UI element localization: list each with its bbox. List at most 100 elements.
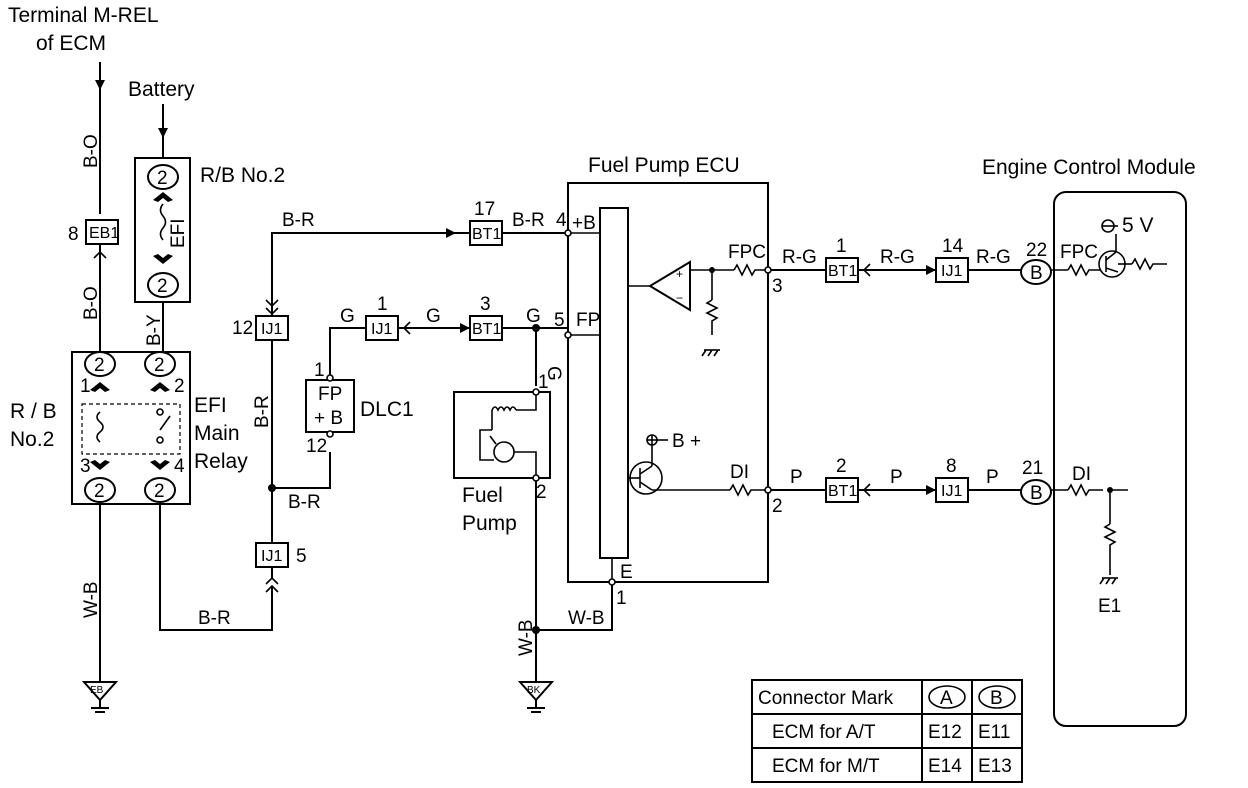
fuel-pump: 1 2 [453, 372, 551, 503]
eb1-label: EB1 [89, 225, 119, 242]
ground-bk-label: BK [527, 685, 541, 696]
fuel-pump-ecu-label: Fuel Pump ECU [588, 154, 740, 177]
ij1-p-label: IJ1 [941, 483, 962, 500]
table-header-a: A [940, 688, 953, 709]
rb-left-label-2: No.2 [10, 428, 54, 451]
bt1-rg-label: BT1 [828, 263, 857, 280]
table-row-at-label: ECM for A/T [772, 722, 876, 743]
wire-p-3: P [986, 467, 999, 488]
rb-fuse-pin-bottom: 2 [157, 276, 168, 297]
efi-relay-label-2: Main [194, 422, 240, 445]
fuel-pump-label-2: Pump [462, 512, 517, 535]
bt1-p-connector: BT1 2 [825, 456, 859, 503]
ij1-p-connector: IJ1 8 [935, 456, 969, 503]
ecm-21-pin: 21 [1022, 458, 1043, 479]
table-header-b: B [990, 688, 1003, 709]
dlc1-pin-1: 1 [314, 360, 325, 381]
wire-g-right: G [526, 306, 541, 327]
engine-control-module: B 22 B 21 FPC DI 5 V E1 [1020, 191, 1187, 727]
fuel-pump-ecu: + − [564, 182, 772, 586]
ecu-plus-b-label: +B [572, 213, 596, 234]
wire-g-mid: G [426, 306, 441, 327]
fuel-pump-label-1: Fuel [462, 484, 503, 507]
ecu-e-label: E [620, 562, 633, 583]
rb-left-label-1: R / B [10, 400, 57, 423]
ecu-fpc-label: FPC [728, 242, 766, 263]
efi-fuse-label: EFI [168, 218, 189, 248]
wire-b-o-top: B-O [81, 134, 102, 168]
ecm-label: Engine Control Module [982, 156, 1196, 179]
wire-w-b-vert: W-B [516, 619, 537, 656]
relay-pin-2: 2 [174, 376, 185, 397]
ground-eb-label: EB [90, 685, 104, 696]
table-row-mt-label: ECM for M/T [772, 756, 880, 777]
table-row-mt-b: E13 [978, 756, 1012, 777]
wire-r-g-3: R-G [976, 247, 1011, 268]
eb1-connector: EB1 8 [68, 219, 119, 245]
bt1-br-connector: BT1 17 [469, 199, 503, 246]
ground-bk: BK [517, 681, 555, 713]
relay-pin-tl: 2 [94, 355, 105, 376]
battery-label: Battery [128, 78, 195, 101]
wire-r-g-1: R-G [782, 247, 817, 268]
wire-w-b-left: W-B [81, 581, 102, 618]
wire-p-1: P [790, 467, 803, 488]
relay-pin-tr: 2 [154, 355, 165, 376]
relay-pin-br: 2 [154, 481, 165, 502]
ecm-e1-label: E1 [1098, 596, 1121, 617]
wire-b-r-top: B-R [282, 210, 315, 231]
ground-eb: EB [81, 681, 119, 713]
ecu-pin-1: 1 [616, 588, 627, 609]
bt1-p-label: BT1 [828, 483, 857, 500]
bt1-rg-pin: 1 [836, 236, 847, 257]
terminal-label-line2: of ECM [36, 32, 106, 55]
ij1-rg-connector: IJ1 14 [935, 236, 969, 283]
wire-b-r-bt1: B-R [512, 210, 545, 231]
ecm-5v-label: 5 V [1122, 214, 1154, 237]
wire-g-vert: G [543, 366, 564, 381]
efi-relay-label-3: Relay [194, 450, 248, 473]
rb-no2-top-label: R/B No.2 [200, 164, 285, 187]
dlc1-connector: FP + B 1 12 DLC1 [305, 360, 414, 457]
ij1-rg-pin: 14 [942, 236, 964, 257]
wire-b-r-bottom: B-R [198, 608, 231, 629]
table-row-mt-a: E14 [928, 756, 962, 777]
efi-main-relay-block: 2 2 1 2 3 4 2 2 [71, 351, 191, 505]
ecu-pin-4: 4 [556, 210, 567, 231]
ecm-fpc-label: FPC [1060, 242, 1098, 263]
wire-r-g-2: R-G [880, 247, 915, 268]
wire-b-r-vert: B-R [252, 395, 273, 428]
ij1-12-pin: 12 [232, 318, 253, 339]
relay-pin-1: 1 [80, 376, 91, 397]
bt1-rg-connector: BT1 1 [825, 236, 859, 283]
ij1-g-pin: 1 [377, 294, 388, 315]
table-row-at-a: E12 [928, 722, 962, 743]
bt1-g-pin: 3 [480, 294, 491, 315]
ecm-b-22-label: B [1030, 263, 1043, 284]
table-row-at-b: E11 [978, 722, 1010, 743]
rb-fuse-pin-top: 2 [157, 168, 168, 189]
dlc1-fp-label: FP [318, 384, 342, 405]
dlc1-label: DLC1 [360, 398, 414, 421]
ecm-22-pin: 22 [1026, 240, 1047, 261]
svg-text:−: − [676, 291, 683, 305]
rb-no2-fuse-block: 2 2 EFI [134, 157, 191, 303]
ij1-g-connector: IJ1 1 [365, 294, 399, 341]
m-rel-wire: B-O [81, 62, 105, 214]
ecm-b-21-label: B [1030, 483, 1043, 504]
bt1-g-connector: BT1 3 [469, 294, 503, 341]
connector-mark-table: Connector Mark A B ECM for A/T E12 E11 E… [751, 679, 1023, 783]
wire-g-left: G [340, 306, 355, 327]
ecu-pin-5: 5 [554, 310, 565, 331]
wire-w-b-horiz: W-B [568, 608, 605, 629]
dlc1-pin-12: 12 [306, 436, 327, 457]
dlc1-plus-b-label: + B [314, 408, 343, 429]
wire-b-y: B-Y [144, 314, 165, 346]
ecu-fp-label: FP [576, 310, 600, 331]
efi-relay-label-1: EFI [194, 394, 227, 417]
ij1-g-label: IJ1 [371, 321, 392, 338]
terminal-label-line1: Terminal M-REL [8, 4, 159, 27]
ij1-12-connector: IJ1 12 [232, 315, 289, 341]
bt1-g-label: BT1 [472, 321, 501, 338]
